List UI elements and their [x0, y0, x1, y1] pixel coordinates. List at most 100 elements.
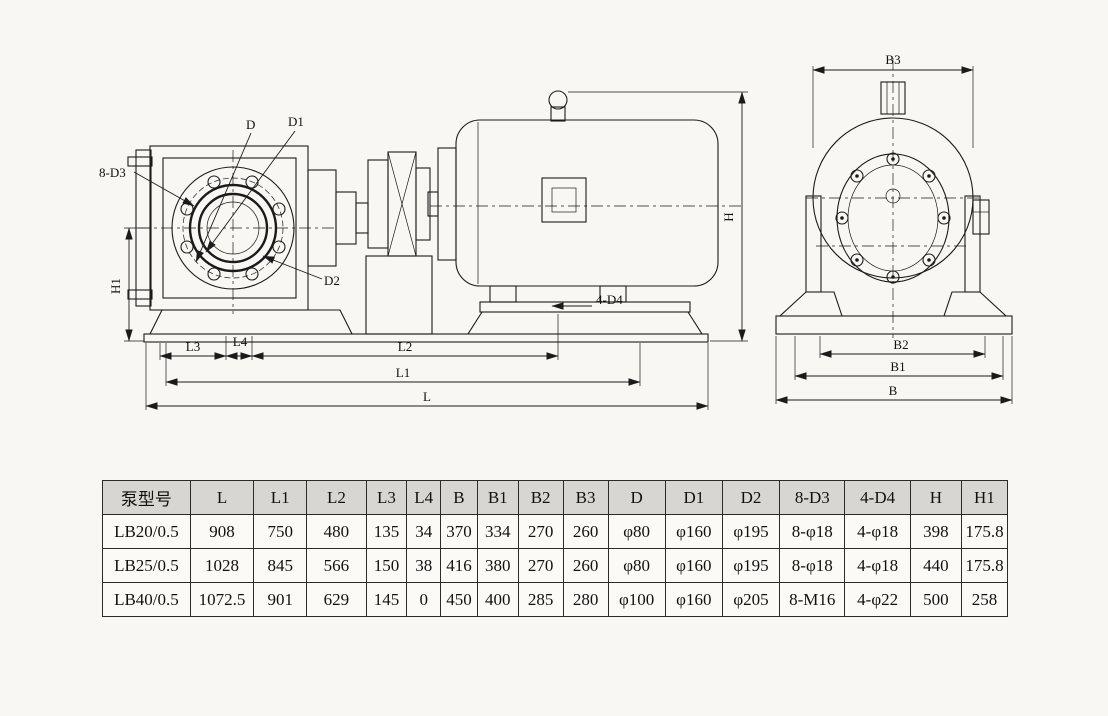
pump-technical-drawing: 8-D3 D D1 D2 4-D4 — [99, 52, 1013, 410]
model-cell: LB25/0.5 — [102, 548, 191, 583]
header-cell: B — [440, 480, 478, 515]
value-cell: 398 — [909, 514, 962, 549]
coupling-assembly — [307, 151, 433, 335]
value-cell: φ195 — [721, 514, 781, 549]
value-cell: 629 — [306, 582, 367, 617]
dim-label-d2: D2 — [324, 273, 340, 288]
value-cell: 135 — [365, 514, 408, 549]
value-cell: 8-φ18 — [779, 548, 846, 583]
motor — [427, 90, 719, 335]
dim-label-l: L — [423, 389, 431, 404]
value-cell: 908 — [189, 514, 255, 549]
value-cell: 480 — [306, 514, 367, 549]
value-cell: 285 — [517, 582, 564, 617]
side-view-dimensions: L3 L4 L2 L1 L H1 H — [108, 91, 748, 410]
value-cell: 280 — [562, 582, 609, 617]
header-cell: L — [189, 480, 255, 515]
header-cell: D1 — [664, 480, 723, 515]
value-cell: 4-φ18 — [844, 514, 911, 549]
value-cell: φ100 — [607, 582, 666, 617]
value-cell: 8-M16 — [779, 582, 846, 617]
value-cell: φ160 — [664, 582, 723, 617]
header-cell: 8-D3 — [779, 480, 846, 515]
value-cell: 1028 — [189, 548, 255, 583]
end-view-dimensions: B3 B2 B1 B — [775, 52, 1013, 404]
value-cell: 38 — [406, 548, 442, 583]
header-cell: B3 — [562, 480, 609, 515]
value-cell: φ80 — [607, 514, 666, 549]
header-cell: H — [909, 480, 962, 515]
value-cell: φ160 — [664, 548, 723, 583]
dim-label-b1: B1 — [890, 359, 905, 374]
value-cell: 4-φ18 — [844, 548, 911, 583]
value-cell: φ80 — [607, 548, 666, 583]
model-cell: LB20/0.5 — [102, 514, 191, 549]
dim-label-h1: H1 — [108, 278, 123, 294]
value-cell: 258 — [960, 582, 1009, 617]
value-cell: 260 — [562, 548, 609, 583]
header-cell: D2 — [721, 480, 781, 515]
dim-label-b2: B2 — [893, 337, 908, 352]
value-cell: 260 — [562, 514, 609, 549]
dim-label-b: B — [889, 383, 898, 398]
value-cell: 150 — [365, 548, 408, 583]
value-cell: 270 — [517, 514, 564, 549]
dim-label-l4: L4 — [233, 334, 248, 349]
value-cell: 440 — [909, 548, 962, 583]
value-cell: 334 — [476, 514, 519, 549]
end-cover-bolts — [835, 152, 951, 284]
end-view-base — [775, 291, 1013, 335]
side-view: 8-D3 D D1 D2 4-D4 — [99, 90, 748, 410]
header-cell: L4 — [406, 480, 442, 515]
end-view: B3 B2 B1 B — [775, 52, 1013, 404]
value-cell: 0 — [406, 582, 442, 617]
dim-label-b3: B3 — [885, 52, 900, 67]
header-cell: B2 — [517, 480, 564, 515]
value-cell: 750 — [253, 514, 308, 549]
value-cell: φ205 — [721, 582, 781, 617]
value-cell: 8-φ18 — [779, 514, 846, 549]
pump-head — [127, 145, 309, 311]
value-cell: 500 — [909, 582, 962, 617]
dim-label-l1: L1 — [396, 365, 410, 380]
dim-label-d: D — [246, 117, 255, 132]
value-cell: 370 — [440, 514, 478, 549]
value-cell: 845 — [253, 548, 308, 583]
value-cell: 34 — [406, 514, 442, 549]
value-cell: 1072.5 — [189, 582, 255, 617]
lifting-eye — [548, 90, 568, 110]
side-view-leaders: 8-D3 D D1 D2 4-D4 — [99, 114, 623, 310]
header-cell: D — [607, 480, 666, 515]
dim-label-h: H — [721, 212, 736, 221]
dim-label-d1: D1 — [288, 114, 304, 129]
value-cell: 175.8 — [960, 514, 1009, 549]
header-cell: L3 — [365, 480, 408, 515]
value-cell: 566 — [306, 548, 367, 583]
model-cell: LB40/0.5 — [102, 582, 191, 617]
header-cell: L1 — [253, 480, 308, 515]
value-cell: 400 — [476, 582, 519, 617]
value-cell: 270 — [517, 548, 564, 583]
relief-valve — [972, 199, 990, 235]
header-cell: H1 — [960, 480, 1009, 515]
header-cell: L2 — [306, 480, 367, 515]
dim-label-8-d3: 8-D3 — [99, 165, 126, 180]
value-cell: 4-φ22 — [844, 582, 911, 617]
base-plate — [143, 309, 709, 343]
value-cell: 145 — [365, 582, 408, 617]
header-cell: B1 — [476, 480, 519, 515]
dim-label-l2: L2 — [398, 339, 412, 354]
header-cell: 4-D4 — [844, 480, 911, 515]
value-cell: φ160 — [664, 514, 723, 549]
dim-label-4-d4: 4-D4 — [596, 292, 623, 307]
value-cell: 901 — [253, 582, 308, 617]
shaft-end — [880, 81, 906, 115]
dim-label-l3: L3 — [186, 339, 200, 354]
pump-flange-bolts — [180, 175, 286, 281]
